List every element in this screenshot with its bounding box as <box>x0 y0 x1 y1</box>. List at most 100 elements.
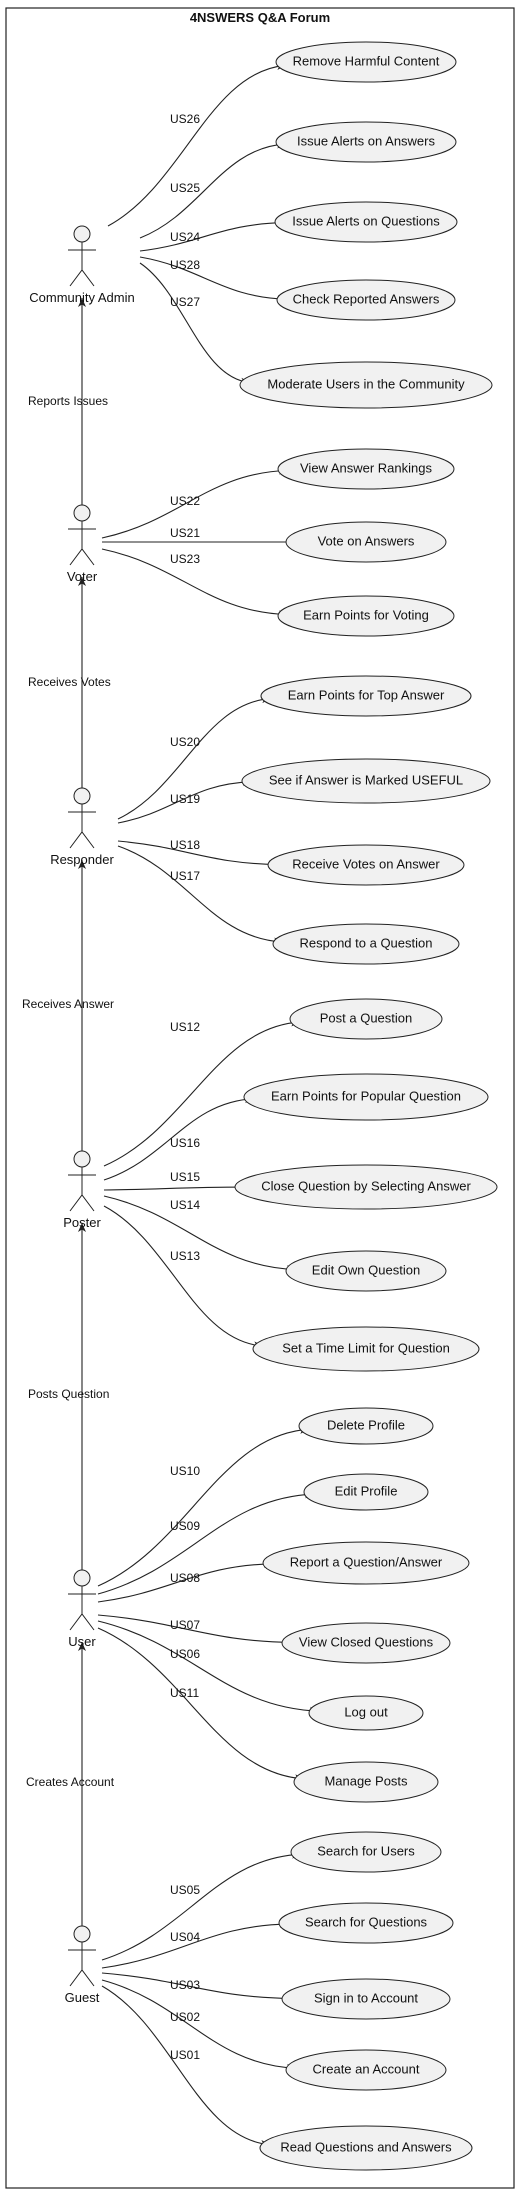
association-edge <box>97 1425 310 1587</box>
use-case-moderate-users-in-the-community <box>239 361 493 409</box>
user-story-id-label: US16 <box>170 1136 200 1150</box>
use-case-edit-own-question <box>285 1250 447 1292</box>
actor-name: User <box>68 1634 96 1649</box>
use-case-set-a-time-limit-for-question <box>252 1326 480 1372</box>
use-case-remove-harmful-content <box>275 41 457 83</box>
use-case-label: Issue Alerts on Questions <box>292 213 440 228</box>
use-case-label: Issue Alerts on Answers <box>297 133 436 148</box>
actor-user: User <box>68 1569 96 1649</box>
diagram-title: 4NSWERS Q&A Forum <box>190 10 330 25</box>
actor-head-icon <box>73 225 91 243</box>
use-case-label: Moderate Users in the Community <box>267 376 465 391</box>
association-edge <box>103 1183 246 1192</box>
use-case-label: Earn Points for Top Answer <box>288 687 445 702</box>
user-story-id-label: US03 <box>170 1978 200 1992</box>
actor-legs <box>69 831 95 849</box>
association-edge <box>117 845 284 946</box>
use-case-label: Edit Own Question <box>312 1262 420 1277</box>
user-story-id-label: US11 <box>170 1686 199 1700</box>
user-story-id-label: US24 <box>170 230 200 244</box>
user-story-id-label: US20 <box>170 735 200 749</box>
use-case-issue-alerts-on-answers <box>275 121 457 163</box>
association-edge <box>139 140 287 239</box>
use-case-see-if-answer-is-marked-useful <box>241 758 491 804</box>
use-case-manage-posts <box>293 1761 439 1803</box>
association-edge <box>97 1559 274 1603</box>
actor-head-icon <box>73 1925 91 1943</box>
association-edge <box>103 1095 255 1181</box>
use-case-vote-on-answers <box>285 521 447 563</box>
user-story-id-label: US28 <box>170 258 200 272</box>
association-edge <box>101 1850 302 1961</box>
use-case-label: Log out <box>344 1704 388 1719</box>
actor-voter: Voter <box>67 504 98 584</box>
user-story-id-label: US08 <box>170 1571 200 1585</box>
user-story-id-label: US17 <box>170 869 200 883</box>
actor-legs <box>69 1194 95 1212</box>
use-case-label: View Answer Rankings <box>300 460 432 475</box>
actor-legs <box>69 269 95 287</box>
actor-poster: Poster <box>63 1150 101 1230</box>
actor-head-icon <box>73 787 91 805</box>
user-story-id-label: US25 <box>170 181 200 195</box>
actor-guest: Guest <box>65 1925 100 2005</box>
association-edge <box>97 1627 305 1783</box>
use-case-label: Search for Questions <box>305 1914 428 1929</box>
user-story-id-label: US19 <box>170 792 200 806</box>
association-edge <box>139 256 288 303</box>
use-case-label: Respond to a Question <box>300 935 433 950</box>
use-case-label: Receive Votes on Answer <box>292 856 440 871</box>
association-edge <box>103 1205 264 1350</box>
use-case-issue-alerts-on-questions <box>274 201 458 243</box>
use-case-read-questions-and-answers <box>259 2125 473 2171</box>
actor-link-label: Receives Votes <box>28 675 111 689</box>
use-case-create-an-account <box>285 2049 447 2091</box>
actor-legs <box>69 1969 95 1987</box>
use-case-label: Edit Profile <box>335 1483 398 1498</box>
actor-responder: Responder <box>50 787 114 867</box>
use-case-label: Manage Posts <box>324 1773 408 1788</box>
use-case-search-for-questions <box>278 1902 454 1944</box>
use-case-earn-points-for-popular-question <box>243 1073 489 1121</box>
actor-name: Responder <box>50 852 114 867</box>
use-case-label: Search for Users <box>317 1843 415 1858</box>
use-case-check-reported-answers <box>276 279 456 321</box>
use-case-label: Vote on Answers <box>318 533 415 548</box>
use-case-edit-profile <box>303 1473 429 1511</box>
user-story-id-label: US01 <box>170 2048 200 2062</box>
use-case-earn-points-for-top-answer <box>260 675 472 717</box>
association-edge <box>101 548 289 619</box>
actor-name: Guest <box>65 1990 100 2005</box>
actor-legs <box>69 548 95 566</box>
use-case-report-a-question-answer <box>262 1541 470 1585</box>
use-case-label: Close Question by Selecting Answer <box>261 1178 471 1193</box>
use-case-receive-votes-on-answer <box>267 844 465 886</box>
use-case-view-answer-rankings <box>277 448 455 490</box>
association-edge <box>101 1985 271 2148</box>
use-case-respond-to-a-question <box>272 923 460 965</box>
association-edge <box>139 218 286 252</box>
association-edge <box>97 1490 315 1595</box>
user-story-id-label: US18 <box>170 838 200 852</box>
user-story-id-label: US13 <box>170 1249 200 1263</box>
actor-link-label: Receives Answer <box>22 997 114 1011</box>
actor-link-label: Reports Issues <box>28 394 108 408</box>
association-edge <box>139 262 251 386</box>
user-story-id-label: US02 <box>170 2010 200 2024</box>
system-boundary <box>5 7 515 2189</box>
user-story-id-label: US14 <box>170 1198 200 1212</box>
use-case-earn-points-for-voting <box>277 595 455 637</box>
use-case-view-closed-questions <box>281 1622 451 1664</box>
use-case-label: Delete Profile <box>327 1417 405 1432</box>
actor-name: Poster <box>63 1215 101 1230</box>
use-case-label: Post a Question <box>320 1010 413 1025</box>
association-edge <box>103 1195 297 1274</box>
actor-link-label: Posts Question <box>28 1387 109 1401</box>
use-case-label: Create an Account <box>313 2061 420 2076</box>
actor-link-label: Creates Account <box>26 1775 115 1789</box>
use-case-label: Set a Time Limit for Question <box>282 1340 450 1355</box>
user-story-id-label: US22 <box>170 494 200 508</box>
association-edge <box>101 1979 297 2072</box>
user-story-id-label: US26 <box>170 112 200 126</box>
